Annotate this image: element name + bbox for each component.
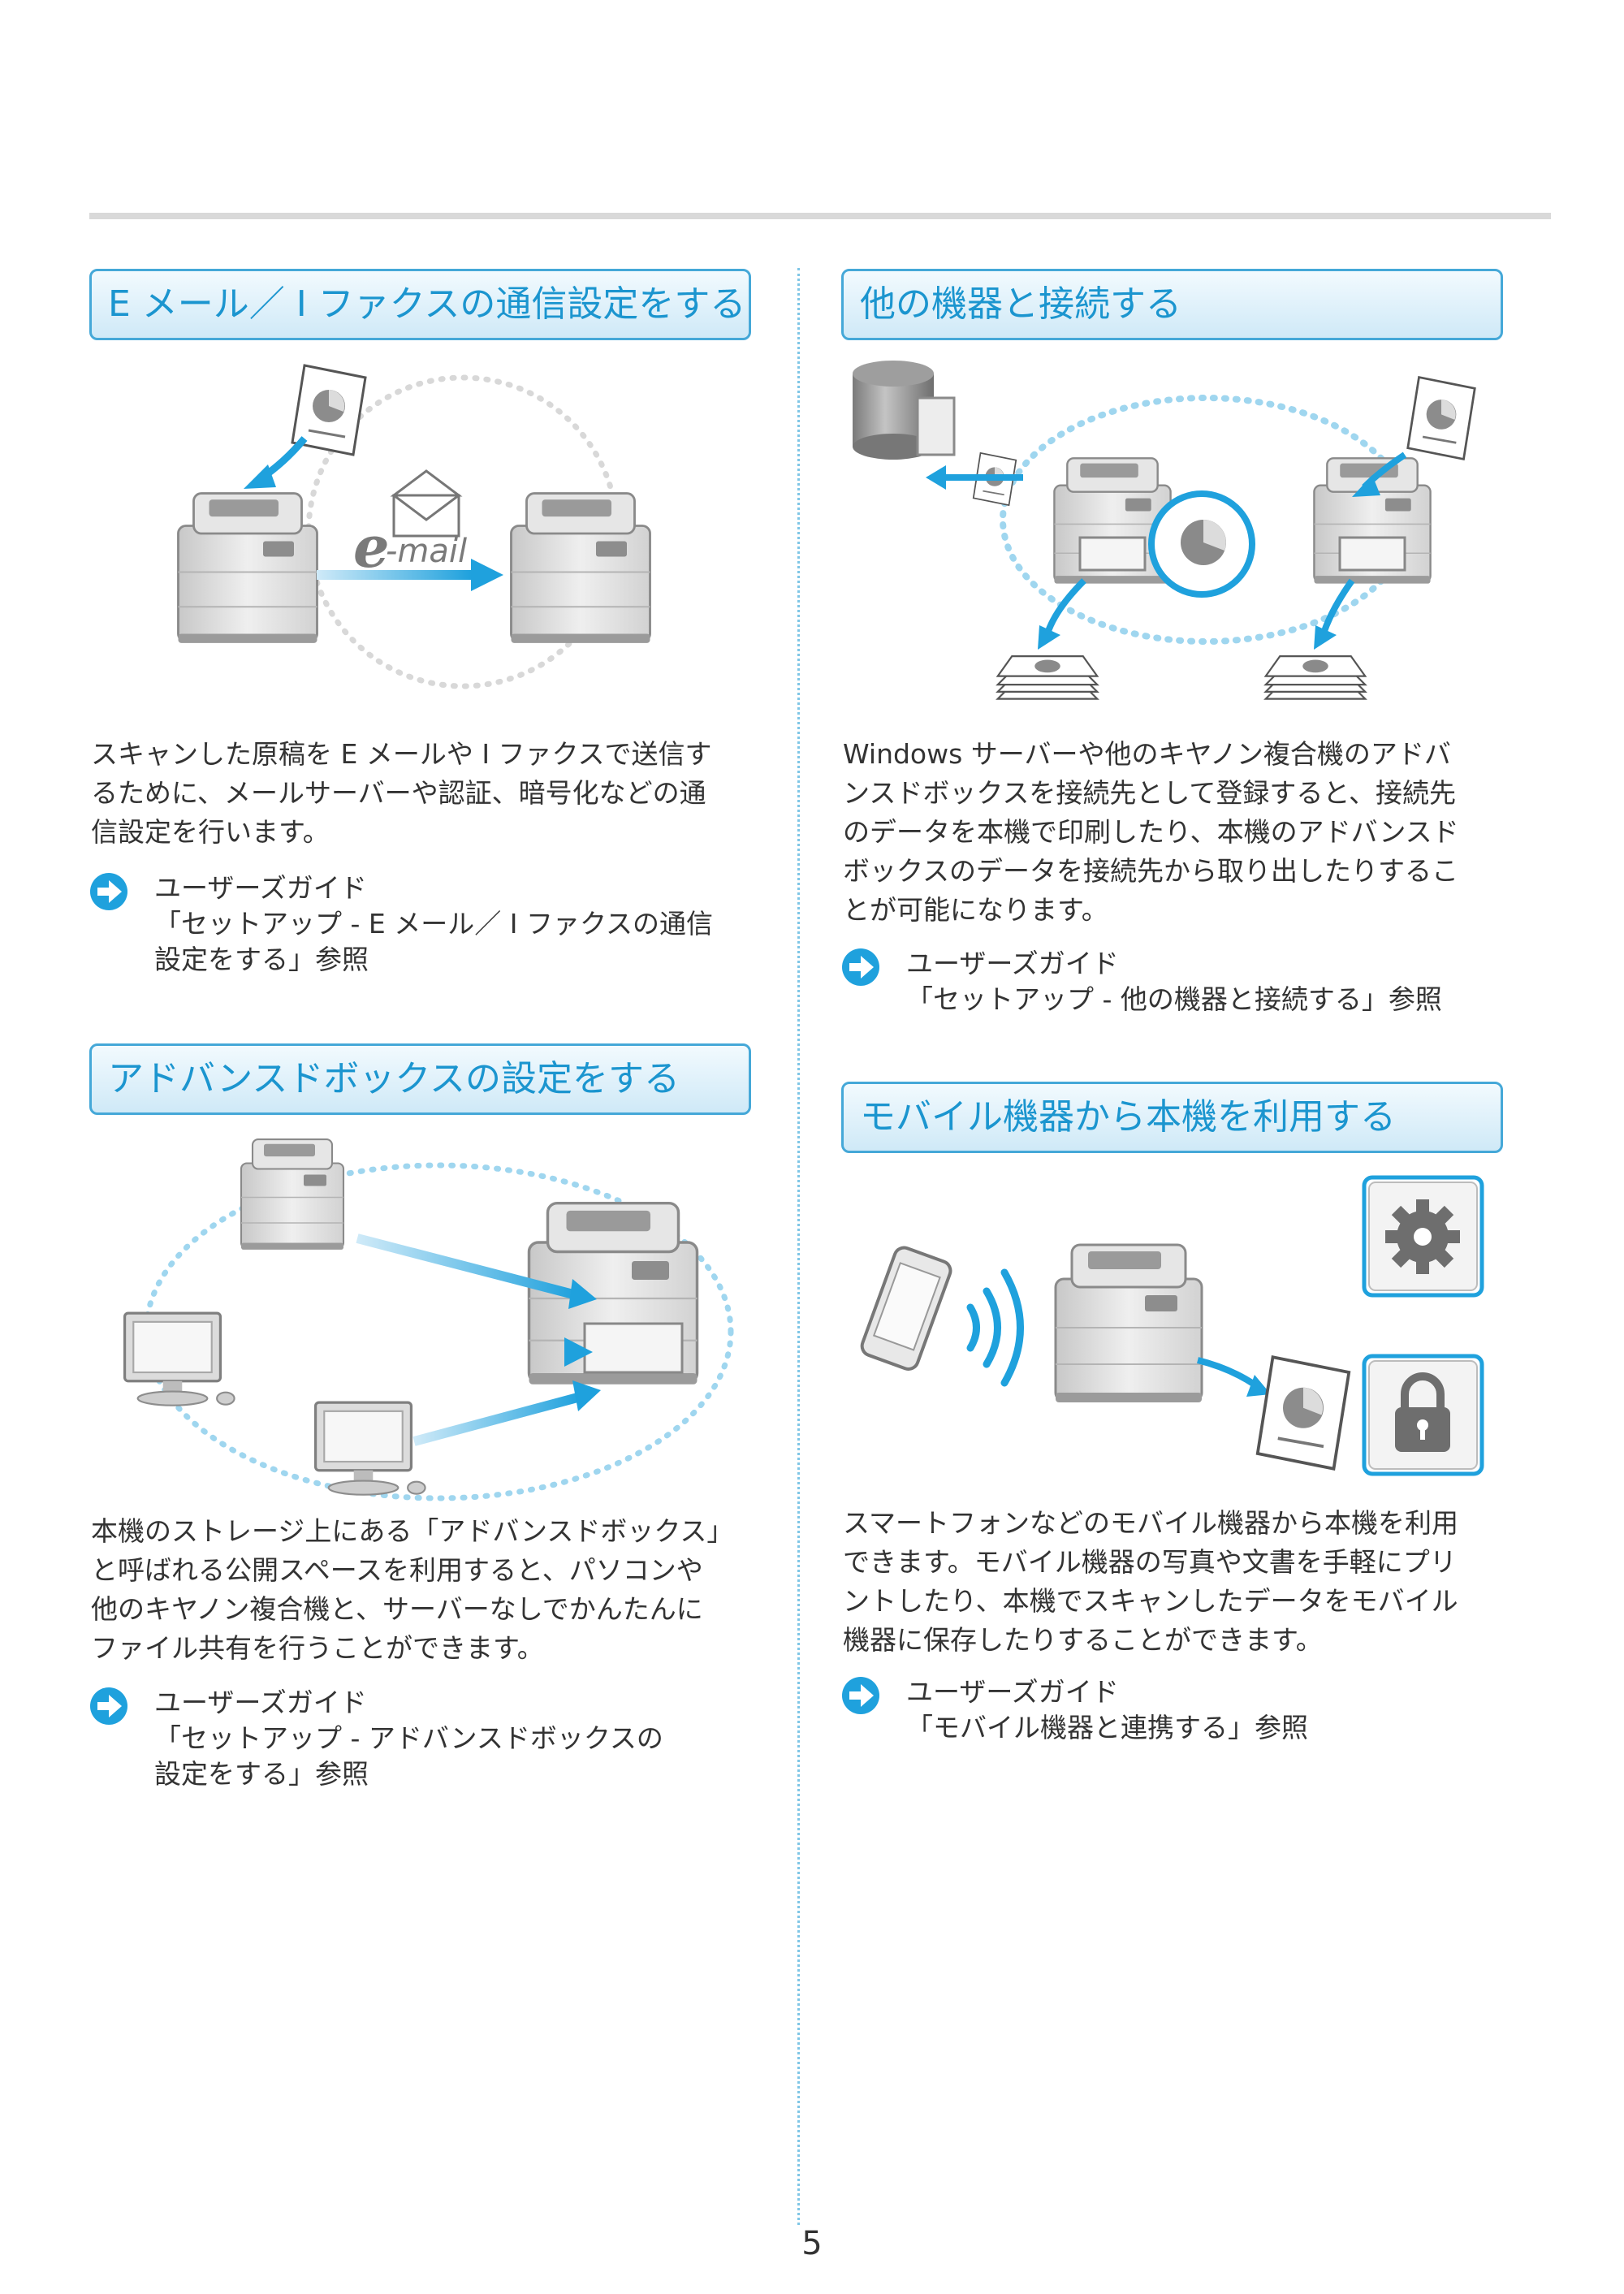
reference-label: ユーザーズガイド bbox=[154, 872, 367, 904]
section-heading-mobile: モバイル機器から本機を利用する bbox=[841, 1082, 1503, 1153]
page-number: 5 bbox=[801, 2225, 823, 2262]
email-body: スキャンした原稿を E メールや I ファクスで送信す るために、メールサーバー… bbox=[91, 738, 712, 848]
email-illustration: e -mail bbox=[177, 364, 651, 689]
wifi-icon bbox=[966, 1268, 1024, 1387]
advanced-box-illustration bbox=[123, 1138, 734, 1501]
printer-icon bbox=[510, 492, 651, 645]
server-icon bbox=[853, 361, 956, 460]
email-reference[interactable]: ユーザーズガイド 「セットアップ - E メール／ I ファクスの通信 設定をす… bbox=[89, 871, 755, 992]
reference-label: ユーザーズガイド bbox=[906, 948, 1119, 979]
reference-arrow-icon bbox=[842, 1677, 879, 1714]
section-heading-advanced-box: アドバンスドボックスの設定をする bbox=[89, 1043, 751, 1115]
svg-text:-mail: -mail bbox=[386, 533, 467, 570]
smartphone-icon bbox=[860, 1246, 952, 1371]
reference-arrow-icon bbox=[90, 873, 127, 910]
top-rule bbox=[89, 213, 1551, 219]
connect-reference[interactable]: ユーザーズガイド 「セットアップ - 他の機器と接続する」参照 bbox=[841, 946, 1507, 1027]
advanced-box-body: 本機のストレージ上にある「アドバンスドボックス」 と呼ばれる公開スペースを利用す… bbox=[91, 1515, 734, 1664]
mobile-illustration bbox=[860, 1175, 1484, 1476]
section-heading-connect: 他の機器と接続する bbox=[841, 269, 1503, 340]
reference-arrow-icon bbox=[842, 948, 879, 986]
printer-icon bbox=[1054, 1243, 1203, 1404]
svg-text:e: e bbox=[353, 513, 390, 581]
connect-illustration bbox=[853, 361, 1476, 700]
paper-stack-icon bbox=[1264, 655, 1367, 700]
paper-stack-icon bbox=[996, 655, 1099, 700]
email-icon bbox=[390, 469, 463, 538]
connect-body: Windows サーバーや他のキヤノン複合機のアドバ ンスドボックスを接続先とし… bbox=[843, 738, 1459, 926]
lock-icon bbox=[1362, 1354, 1484, 1476]
printer-icon bbox=[177, 492, 318, 645]
monitor-icon bbox=[313, 1401, 427, 1497]
section-heading-email: E メール／ I ファクスの通信設定をする bbox=[89, 269, 751, 340]
document-icon bbox=[1258, 1357, 1350, 1469]
reference-label: ユーザーズガイド bbox=[154, 1687, 367, 1718]
reference-label: ユーザーズガイド bbox=[906, 1676, 1119, 1708]
reference-arrow-icon bbox=[90, 1687, 127, 1725]
document-icon bbox=[1406, 375, 1476, 461]
mobile-reference[interactable]: ユーザーズガイド 「モバイル機器と連携する」参照 bbox=[841, 1674, 1507, 1756]
advanced-box-reference[interactable]: ユーザーズガイド 「セットアップ - アドバンスドボックスの 設定をする」参照 bbox=[89, 1685, 755, 1807]
column-divider bbox=[797, 268, 800, 2225]
printer-icon bbox=[240, 1138, 345, 1251]
gear-icon bbox=[1362, 1175, 1484, 1298]
mobile-body: スマートフォンなどのモバイル機器から本機を利用 できます。モバイル機器の写真や文… bbox=[843, 1507, 1459, 1656]
monitor-icon bbox=[123, 1311, 236, 1407]
